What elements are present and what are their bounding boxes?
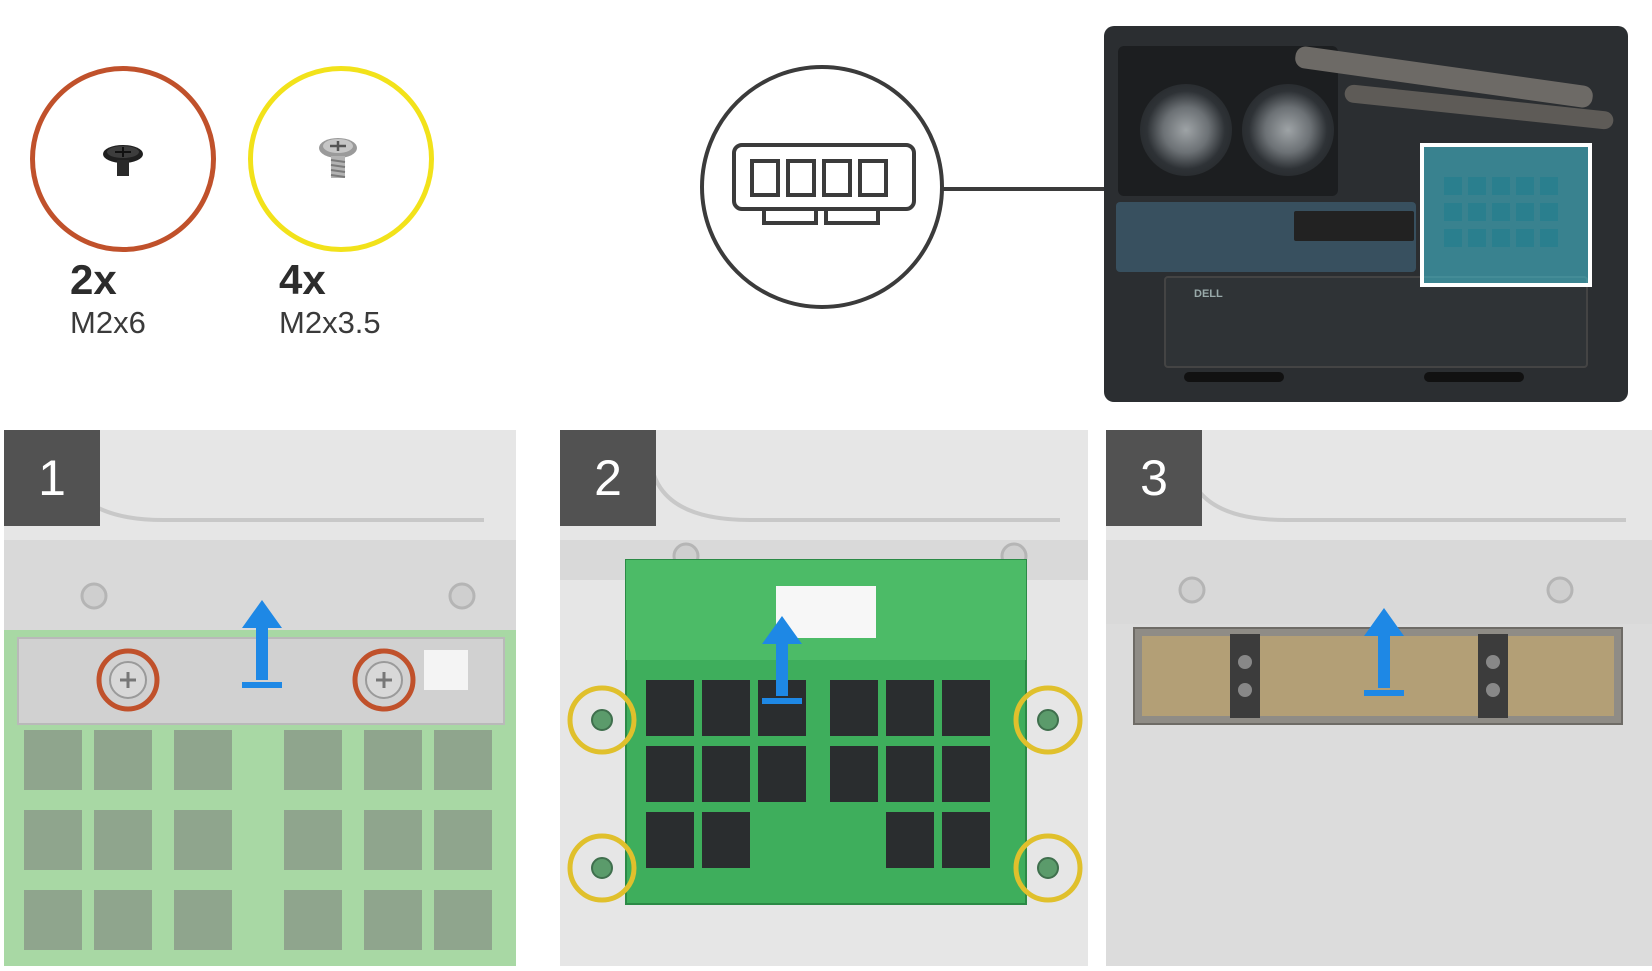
step-3-badge: 3 — [1106, 430, 1202, 526]
fan-left — [1140, 84, 1232, 176]
speaker-right — [1424, 372, 1524, 382]
step-2-panel: 2 — [560, 430, 1088, 966]
ssd — [1294, 211, 1414, 241]
memory-callout-circle — [700, 65, 944, 309]
screw-count-m2x3-5: 4x — [279, 256, 326, 303]
battery — [1164, 276, 1588, 368]
step-2-illustration — [560, 430, 1088, 966]
battery-label: DELL — [1194, 288, 1223, 300]
lift-arrow-icon — [762, 616, 802, 704]
screw-m2x6-icon — [103, 145, 143, 176]
memory-module-icon — [732, 143, 916, 225]
step-2-badge: 2 — [560, 430, 656, 526]
screw-size-m2x6: M2x6 — [70, 305, 146, 340]
lift-arrow-icon — [1364, 608, 1404, 696]
lift-arrow-icon — [242, 600, 282, 688]
screw-count-m2x6: 2x — [70, 256, 117, 303]
screw-ring-m2x6 — [30, 66, 216, 252]
memory-location-highlight — [1420, 143, 1592, 287]
step-1-badge: 1 — [4, 430, 100, 526]
memory-module-render — [1444, 177, 1558, 247]
speaker-left — [1184, 372, 1284, 382]
screw-size-m2x3-5: M2x3.5 — [279, 305, 381, 340]
fan-right — [1242, 84, 1334, 176]
step-1-panel: 1 — [4, 430, 516, 966]
screw-m2x3-5-icon — [319, 138, 357, 178]
step-3-panel: 3 — [1106, 430, 1652, 966]
